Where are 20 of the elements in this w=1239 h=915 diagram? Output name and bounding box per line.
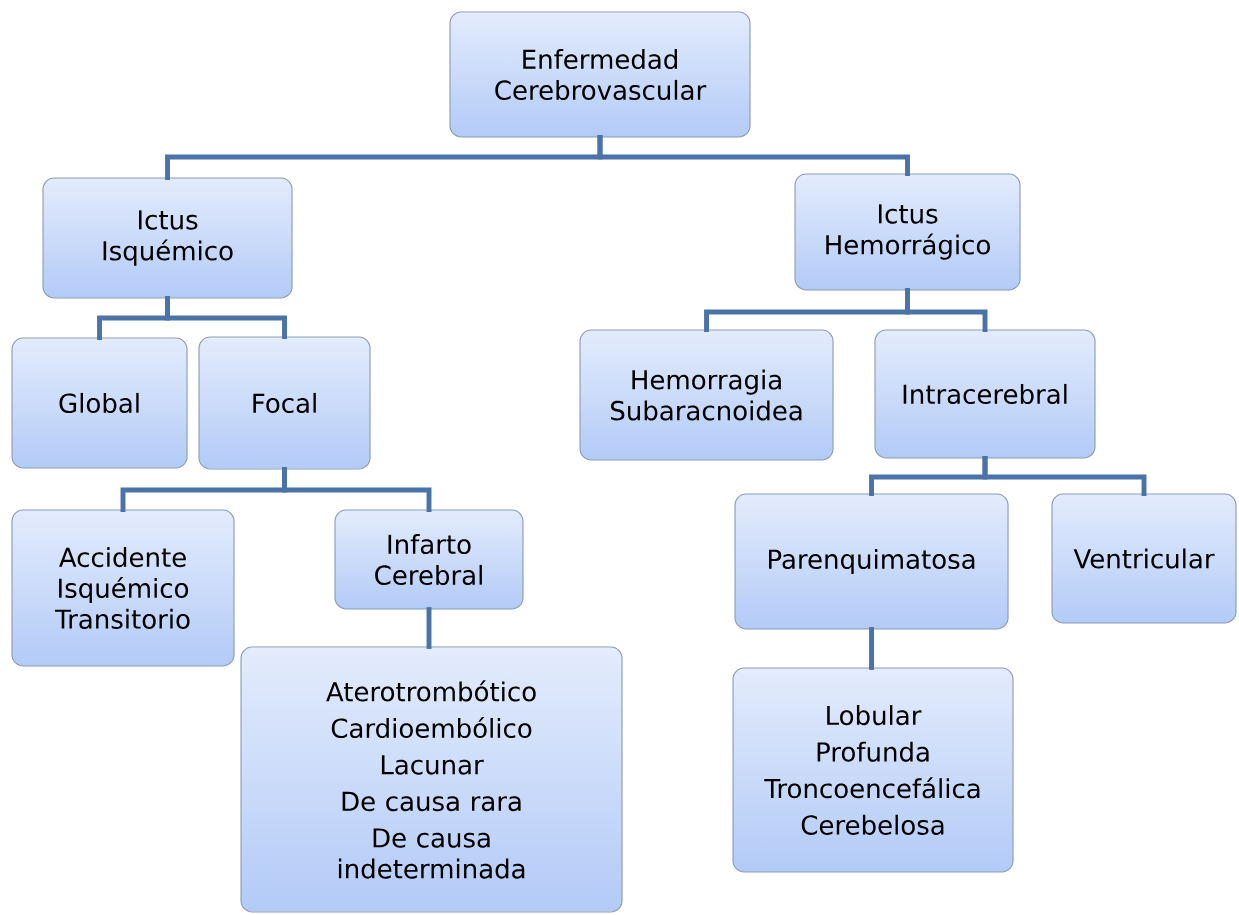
category-box: Aterotrombótico Cardioembólico Lacunar De causa rara De causa indeterminada [240,646,623,913]
category-box: Infarto Cerebral [334,509,524,610]
category-box: Hemorragia Subaracnoidea [579,329,834,461]
category-box: Lobular Profunda Troncoencefálica Cerebelosa [732,667,1014,873]
connector-line [905,288,988,332]
category-box: Enfermedad Cerebrovascular [449,11,751,138]
connector-line [982,456,1147,496]
connector-line [426,607,432,649]
connector-line [165,296,287,339]
category-box: Ventricular [1051,493,1237,624]
category-box: Ictus Isquémico [42,177,293,299]
connector-line [869,627,874,670]
category-box: Focal [198,336,371,470]
category-box: Global [11,337,188,469]
connector-line [597,135,910,176]
category-box: Accidente Isquémico Transitorio [11,509,235,667]
category-box: Intracerebral [874,329,1096,459]
connector-line [282,467,432,512]
category-box: Ictus Hemorrágico [794,173,1021,291]
category-box: Parenquimatosa [734,493,1009,630]
